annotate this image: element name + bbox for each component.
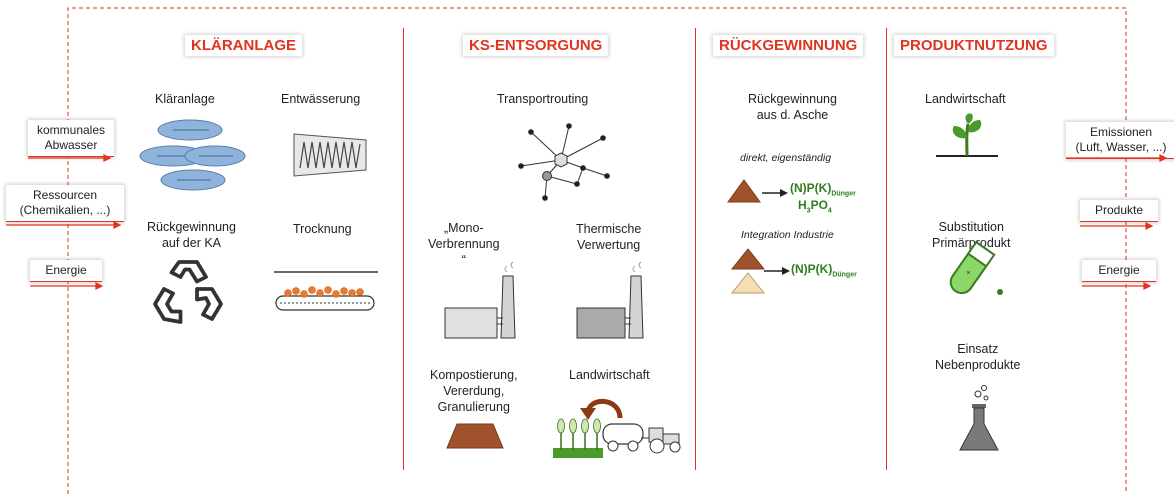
npk-duenger-formula-1: (N)P(K)Dünger [790, 181, 856, 197]
h3po4-sub-3: 3 [806, 207, 811, 215]
h3po4-h: H [798, 198, 807, 212]
input-ressourcen: Ressourcen (Chemikalien, ...) [6, 185, 124, 222]
label-entwaesserung: Entwässerung [281, 92, 361, 106]
label-landwirtschaft-ks: Landwirtschaft [569, 368, 650, 382]
svg-text:+: + [964, 268, 973, 278]
duenger-sub-1: Dünger [831, 190, 856, 198]
dewatering-press-icon [293, 133, 367, 177]
basins-icon [139, 119, 246, 191]
input-abwasser-label: kommunales Abwasser [36, 123, 106, 152]
label-klaeranlage: Kläranlage [155, 92, 215, 106]
label-landwirtschaft-produkt: Landwirtschaft [925, 92, 1006, 106]
circular-arrow-icon [580, 398, 623, 420]
thermal-plant-icon [576, 261, 644, 339]
header-produktnutzung: PRODUKTNUTZUNG [894, 35, 1054, 56]
npk-text-1: (N)P(K) [790, 181, 832, 195]
compost-pile-icon [446, 423, 504, 449]
separator-2 [695, 28, 696, 470]
header-ks-entsorgung: KS-ENTSORGUNG [463, 35, 609, 56]
input-ressourcen-label: Ressourcen (Chemikalien, ...) [19, 188, 111, 217]
ash-piles-stack-icon [730, 248, 766, 294]
tractor-tanker-icon [602, 423, 681, 454]
input-energie: Energie [30, 260, 102, 282]
npk-text-2: (N)P(K) [791, 262, 833, 276]
label-trocknung: Trocknung [293, 222, 352, 236]
output-emissionen: Emissionen (Luft, Wasser, ...) [1066, 122, 1174, 159]
network-routing-icon [518, 123, 610, 201]
recycle-icon [153, 260, 223, 324]
output-produkte-label: Produkte [1094, 203, 1144, 217]
npk-duenger-formula-2: (N)P(K)Dünger [791, 262, 857, 278]
ash-pile-icon [727, 179, 761, 203]
label-einsatz-nebenprodukte: Einsatz Nebenprodukte [935, 342, 1021, 372]
h3po4-sub-4: 4 [827, 207, 832, 215]
duenger-sub-2: Dünger [832, 271, 857, 279]
incinerator-plant-icon [444, 261, 516, 339]
header-klaeranlage: KLÄRANLAGE [185, 35, 302, 56]
label-substitution: Substitution Primärprodukt [932, 220, 1011, 250]
arrow-icon-2 [764, 267, 790, 275]
arrow-icon-1 [762, 189, 788, 197]
label-thermische-verwertung: Thermische Verwertung [576, 222, 642, 252]
header-rueckgewinnung: RÜCKGEWINNUNG [713, 35, 864, 56]
output-energie: Energie [1082, 260, 1156, 282]
flask-icon [959, 385, 999, 451]
output-emissionen-label: Emissionen (Luft, Wasser, ...) [1075, 125, 1167, 154]
label-mono-verbrennung: „Mono- Verbrennung “ [428, 221, 500, 267]
h3po4-formula: H3PO4 [798, 198, 832, 214]
h3po4-po: PO [810, 198, 828, 212]
field-crops-icon [553, 418, 603, 458]
label-transportrouting: Transportrouting [497, 92, 589, 106]
input-abwasser: kommunales Abwasser [28, 120, 114, 157]
separator-1 [403, 28, 404, 470]
label-rueckgewinnung-ka: Rückgewinnung auf der KA [147, 220, 236, 250]
output-produkte: Produkte [1080, 200, 1158, 222]
plant-sprout-icon [936, 113, 998, 157]
output-energie-label: Energie [1098, 263, 1140, 277]
separator-3 [886, 28, 887, 470]
label-direkt-eigenstaendig: direkt, eigenständig [740, 152, 832, 164]
test-tube-icon: + [949, 240, 1003, 295]
label-integration-industrie: Integration Industrie [741, 229, 834, 241]
label-kompostierung: Kompostierung, Vererdung, Granulierung [430, 368, 518, 414]
label-rueckgewinnung-asche: Rückgewinnung aus d. Asche [748, 92, 837, 122]
input-energie-label: Energie [45, 263, 87, 277]
dryer-belt-icon [274, 271, 378, 311]
